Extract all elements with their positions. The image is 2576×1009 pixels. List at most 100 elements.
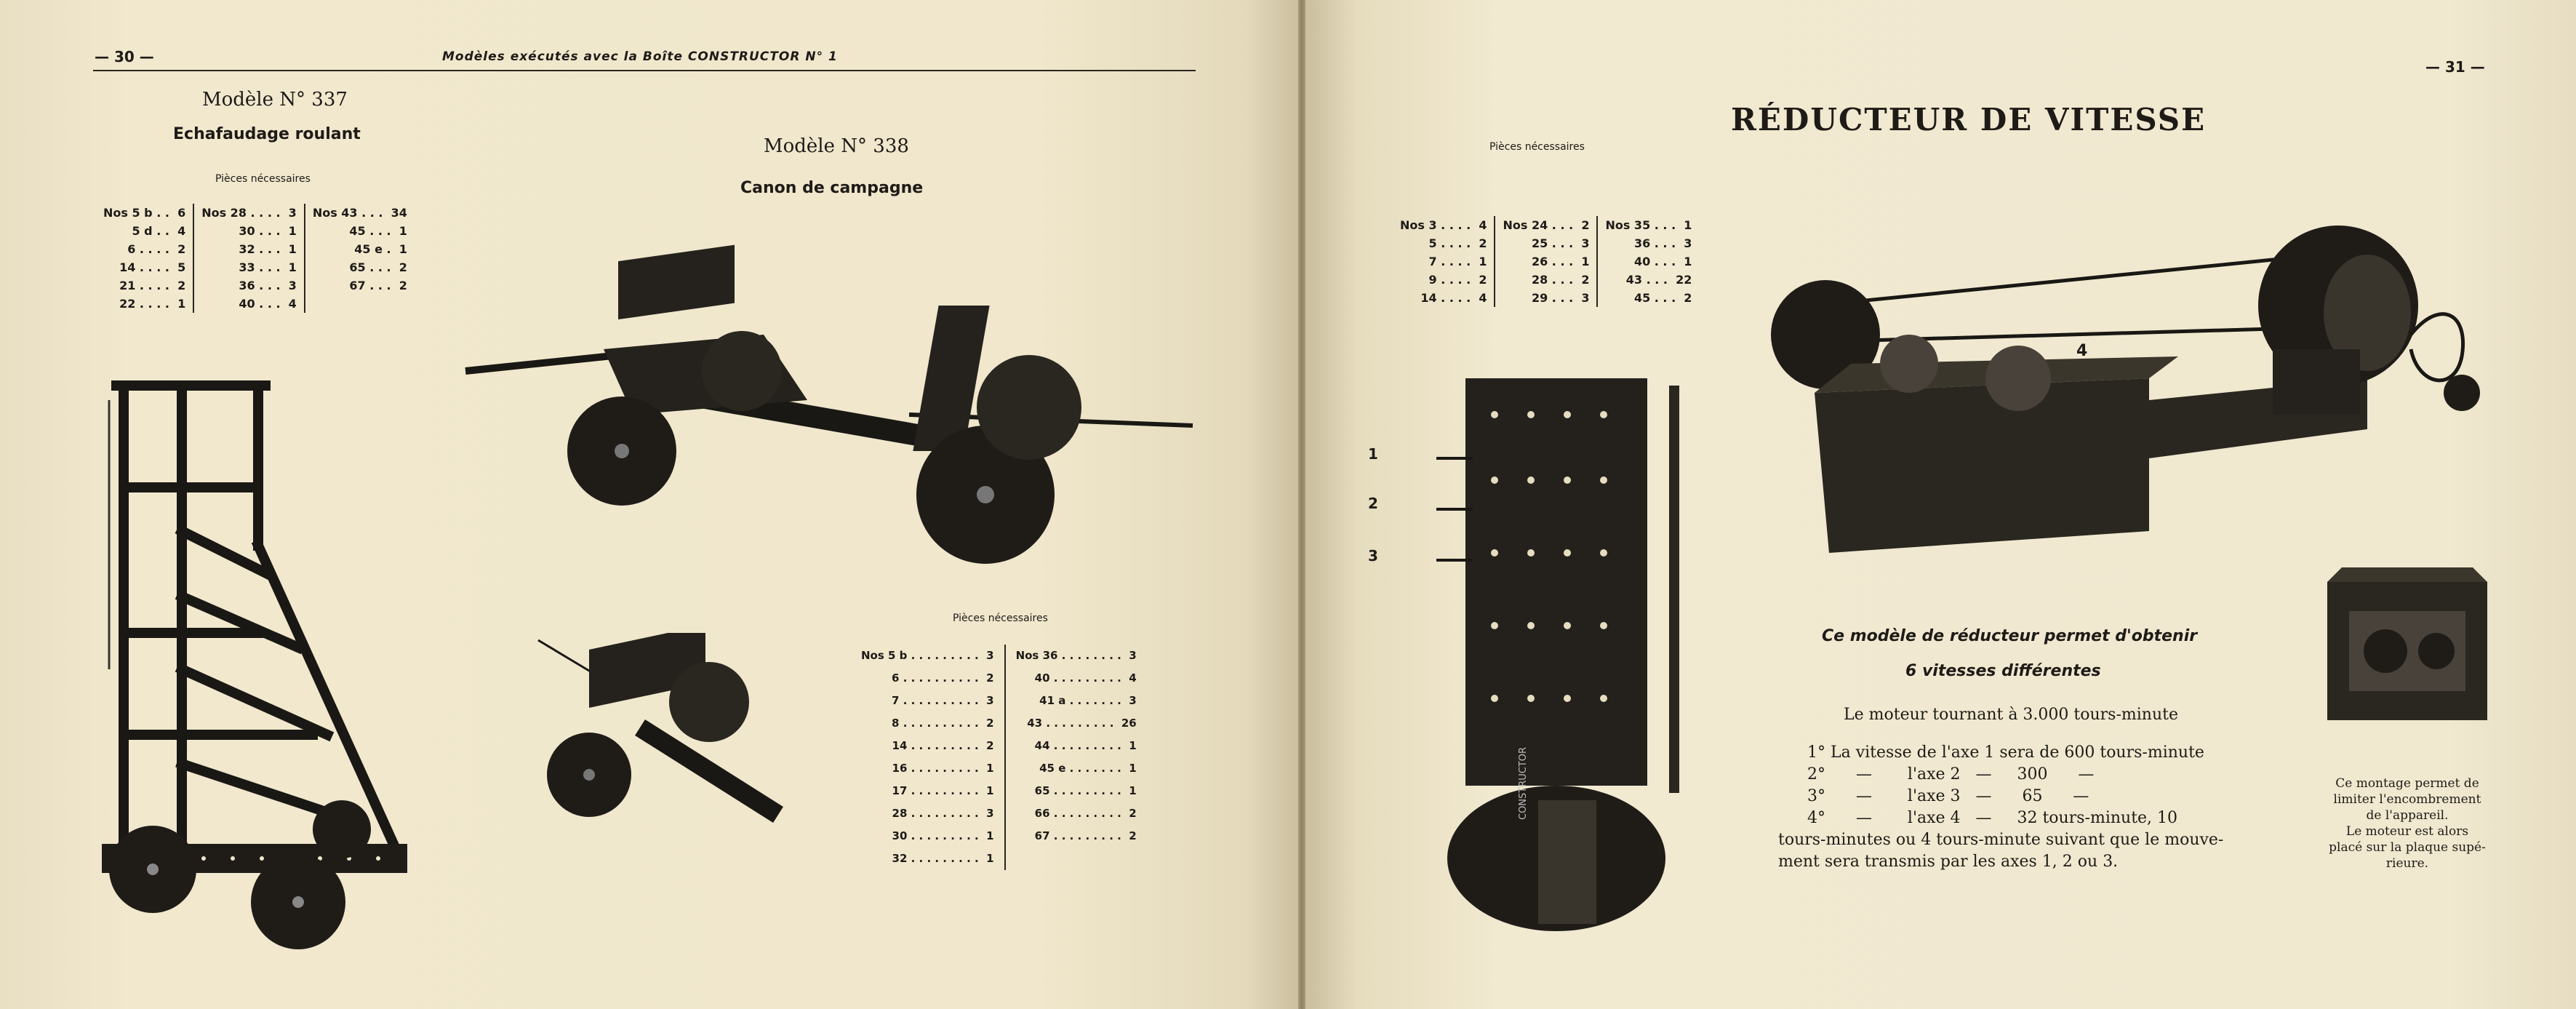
- part-cell: 6 . . . . . . . . . . 2: [892, 671, 994, 685]
- part-cell: 67 . . . . . . . . . 2: [1034, 829, 1137, 842]
- part-cell: Nos 5 b . . 6: [103, 206, 186, 220]
- parts-column: Nos 35 . . . 1 36 . . . 3 40 . . . 1 43 …: [1598, 216, 1699, 307]
- speed-line-4: 4° — l'axe 4 — 32 tours-minute, 10: [1807, 809, 2178, 827]
- parts-column: Nos 5 b . . . . . . . . . 3 6 . . . . . …: [851, 645, 1006, 870]
- part-cell: 30 . . . . . . . . . 1: [892, 829, 994, 842]
- caption-line: de l'appareil.: [2366, 808, 2449, 823]
- reducer-parts-heading: Pièces nécessaires: [1489, 141, 1585, 153]
- part-cell: Nos 43 . . . 34: [312, 206, 407, 220]
- figure-label-3: 3: [1368, 547, 1378, 565]
- page-number-left: — 30 —: [95, 48, 154, 65]
- left-page: — 30 — Modèles exécutés avec la Boîte CO…: [0, 0, 1298, 1009]
- part-cell: 45 e . 1: [354, 242, 407, 256]
- compact-reducer-illustration: [2327, 567, 2487, 720]
- model-337-parts-table: Nos 5 b . . 6 5 d . . 4 6 . . . . 2 14 .…: [96, 204, 415, 313]
- model-338-subtitle: Canon de campagne: [740, 179, 924, 197]
- part-cell: Nos 24 . . . 2: [1503, 218, 1590, 232]
- part-cell: 40 . . . 1: [1633, 255, 1692, 268]
- part-cell: 9 . . . . 2: [1428, 273, 1487, 287]
- part-cell: 40 . . . . . . . . . 4: [1034, 671, 1137, 685]
- part-cell: Nos 35 . . . 1: [1605, 218, 1692, 232]
- field-cannon-illustration: [465, 244, 1193, 564]
- part-cell: 32 . . . 1: [239, 242, 297, 256]
- speed-line-3: 3° — l'axe 3 — 65 —: [1807, 787, 2089, 805]
- motor-plate: CONSTRUCTOR: [1518, 746, 1529, 820]
- part-cell: Nos 5 b . . . . . . . . . 3: [861, 649, 994, 662]
- compact-montage-caption: Ce montage permet de limiter l'encombrem…: [2324, 775, 2491, 872]
- model-338-parts-heading: Pièces nécessaires: [953, 613, 1048, 624]
- caption-line: Ce montage permet de: [2335, 776, 2479, 791]
- part-cell: 36 . . . 3: [239, 279, 297, 292]
- part-cell: 40 . . . 4: [239, 297, 297, 311]
- part-cell: 45 . . . 1: [349, 224, 407, 238]
- model-338-parts-table: Nos 5 b . . . . . . . . . 3 6 . . . . . …: [851, 645, 1147, 870]
- part-cell: 65 . . . 2: [349, 260, 407, 274]
- figure-label-4: 4: [2076, 342, 2088, 360]
- part-cell: 36 . . . 3: [1633, 236, 1692, 250]
- parts-column: Nos 28 . . . . 3 30 . . . 1 32 . . . 1 3…: [194, 204, 305, 313]
- speed-line-cont-2: ment sera transmis par les axes 1, 2 ou …: [1778, 853, 2119, 871]
- figure-label-1: 1: [1368, 445, 1378, 463]
- part-cell: 29 . . . 3: [1531, 291, 1590, 305]
- parts-column: Nos 3 . . . . 4 5 . . . . 2 7 . . . . 1 …: [1393, 216, 1496, 307]
- reducer-parts-table: Nos 3 . . . . 4 5 . . . . 2 7 . . . . 1 …: [1393, 216, 1699, 307]
- model-337-title: Modèle N° 337: [202, 89, 348, 111]
- part-cell: 14 . . . . 4: [1420, 291, 1487, 305]
- vertical-reducer-illustration: [1436, 378, 1679, 931]
- part-cell: 5 . . . . 2: [1428, 236, 1487, 250]
- model-337-subtitle: Echafaudage roulant: [173, 125, 361, 143]
- part-cell: 45 e . . . . . . . 1: [1039, 762, 1137, 775]
- description-line-1: Ce modèle de réducteur permet d'obtenir: [1822, 627, 2198, 645]
- header-rule: [93, 70, 1196, 71]
- field-cannon-small-illustration: [537, 633, 783, 823]
- part-cell: 26 . . . 1: [1531, 255, 1590, 268]
- part-cell: 28 . . . 2: [1531, 273, 1590, 287]
- part-cell: 28 . . . . . . . . . 3: [892, 807, 994, 820]
- description-line-2: 6 vitesses différentes: [1905, 662, 2101, 680]
- model-338-title: Modèle N° 338: [764, 135, 909, 157]
- caption-line: limiter l'encombrement: [2333, 792, 2481, 807]
- part-cell: 33 . . . 1: [239, 260, 297, 274]
- part-cell: 32 . . . . . . . . . 1: [892, 852, 994, 865]
- part-cell: 16 . . . . . . . . . 1: [892, 762, 994, 775]
- part-cell: 41 a . . . . . . . 3: [1039, 694, 1137, 707]
- page-number-right: — 31 —: [2425, 58, 2485, 76]
- rolling-scaffold-illustration: [102, 380, 407, 949]
- part-cell: 5 d . . 4: [132, 224, 186, 238]
- part-cell: 7 . . . . . . . . . . 3: [892, 694, 994, 707]
- part-cell: 6 . . . . 2: [127, 242, 186, 256]
- running-head: Modèles exécutés avec la Boîte CONSTRUCT…: [442, 49, 838, 64]
- part-cell: 66 . . . . . . . . . 2: [1034, 807, 1137, 820]
- parts-column: Nos 24 . . . 2 25 . . . 3 26 . . . 1 28 …: [1495, 216, 1599, 307]
- parts-column: Nos 43 . . . 34 45 . . . 1 45 e . 1 65 .…: [305, 204, 415, 313]
- part-cell: 45 . . . 2: [1633, 291, 1692, 305]
- caption-line: placé sur la plaque supé-: [2329, 840, 2486, 855]
- part-cell: 65 . . . . . . . . . 1: [1034, 784, 1137, 797]
- part-cell: 8 . . . . . . . . . . 2: [892, 717, 994, 730]
- part-cell: 14 . . . . 5: [119, 260, 186, 274]
- right-page: — 31 — RÉDUCTEUR DE VITESSE Pièces néces…: [1305, 0, 2576, 1009]
- book-gutter: [1298, 0, 1305, 1009]
- part-cell: Nos 3 . . . . 4: [1400, 218, 1487, 232]
- speed-line-1: 1° La vitesse de l'axe 1 sera de 600 tou…: [1807, 743, 2204, 762]
- part-cell: 44 . . . . . . . . . 1: [1034, 739, 1137, 752]
- parts-column: Nos 5 b . . 6 5 d . . 4 6 . . . . 2 14 .…: [96, 204, 195, 313]
- part-cell: 17 . . . . . . . . . 1: [892, 784, 994, 797]
- speed-line-cont-1: tours-minutes ou 4 tours-minute suivant …: [1778, 831, 2224, 849]
- part-cell: 22 . . . . 1: [119, 297, 186, 311]
- motor-speed-line: Le moteur tournant à 3.000 tours-minute: [1844, 706, 2179, 724]
- parts-column: Nos 36 . . . . . . . . 3 40 . . . . . . …: [1006, 645, 1147, 870]
- horizontal-reducer-illustration: [1771, 226, 2480, 553]
- model-337-parts-heading: Pièces nécessaires: [215, 173, 311, 185]
- part-cell: Nos 36 . . . . . . . . 3: [1015, 649, 1137, 662]
- part-cell: 7 . . . . 1: [1428, 255, 1487, 268]
- part-cell: 43 . . . . . . . . . 26: [1027, 717, 1137, 730]
- part-cell: 25 . . . 3: [1531, 236, 1590, 250]
- page-title: RÉDUCTEUR DE VITESSE: [1731, 102, 2207, 137]
- part-cell: 30 . . . 1: [239, 224, 297, 238]
- speed-line-2: 2° — l'axe 2 — 300 —: [1807, 765, 2095, 783]
- part-cell: 43 . . . 22: [1625, 273, 1692, 287]
- figure-label-2: 2: [1368, 495, 1378, 512]
- part-cell: 21 . . . . 2: [119, 279, 186, 292]
- part-cell: 14 . . . . . . . . . 2: [892, 739, 994, 752]
